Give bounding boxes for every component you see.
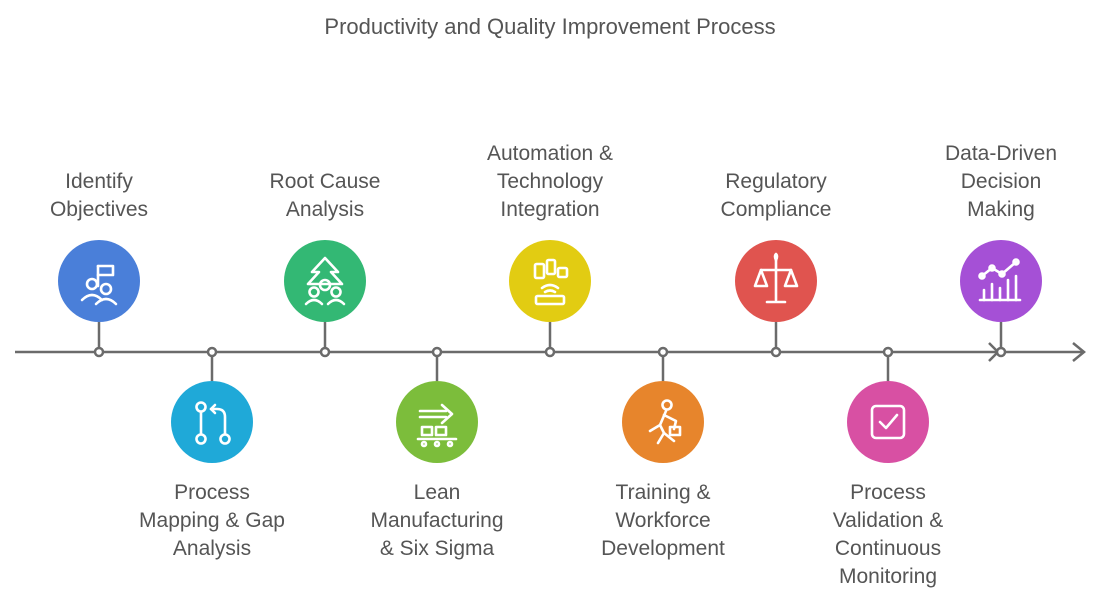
step-node-dot [544, 346, 556, 358]
step-icon-circle [847, 381, 929, 463]
scales-icon [753, 252, 799, 304]
step-node-dot [882, 346, 894, 358]
presenter-flag-icon [80, 264, 118, 306]
step-node-dot [93, 346, 105, 358]
step-icon-circle [171, 381, 253, 463]
team-growth-icon [304, 256, 346, 306]
step-icon-circle [960, 240, 1042, 322]
step-label: Identify Objectives [49, 170, 149, 221]
step-label: Regulatory Compliance [720, 170, 832, 221]
step-icon-circle [509, 240, 591, 322]
step-node-dot [431, 346, 443, 358]
chart-icon [978, 258, 1022, 302]
step-icon-circle [58, 240, 140, 322]
step-label: Data-Driven Decision Making [944, 142, 1058, 221]
step-label: Lean Manufacturing & Six Sigma [370, 481, 504, 560]
step-label: Process Validation & Continuous Monitori… [832, 481, 944, 588]
process-flow-icon [195, 401, 231, 445]
step-label: Automation & Technology Integration [486, 142, 614, 221]
step-icon-circle [735, 240, 817, 322]
step-icon-circle [396, 381, 478, 463]
timeline-arrowhead [1072, 342, 1086, 362]
step-label: Process Mapping & Gap Analysis [139, 481, 285, 560]
step-icon-circle [622, 381, 704, 463]
worker-icon [648, 399, 682, 445]
conveyor-icon [416, 403, 458, 448]
step-node-dot [657, 346, 669, 358]
step-node-dot [770, 346, 782, 358]
step-node-dot [319, 346, 331, 358]
checkbox-icon [870, 404, 906, 440]
diagram-title: Productivity and Quality Improvement Pro… [324, 14, 776, 39]
step-node-dot [206, 346, 218, 358]
step-label: Training & Workforce Development [601, 481, 725, 560]
step-label: Root Cause Analysis [269, 170, 381, 221]
devices-router-icon [533, 258, 569, 306]
step-node-dot [995, 346, 1007, 358]
step-icon-circle [284, 240, 366, 322]
